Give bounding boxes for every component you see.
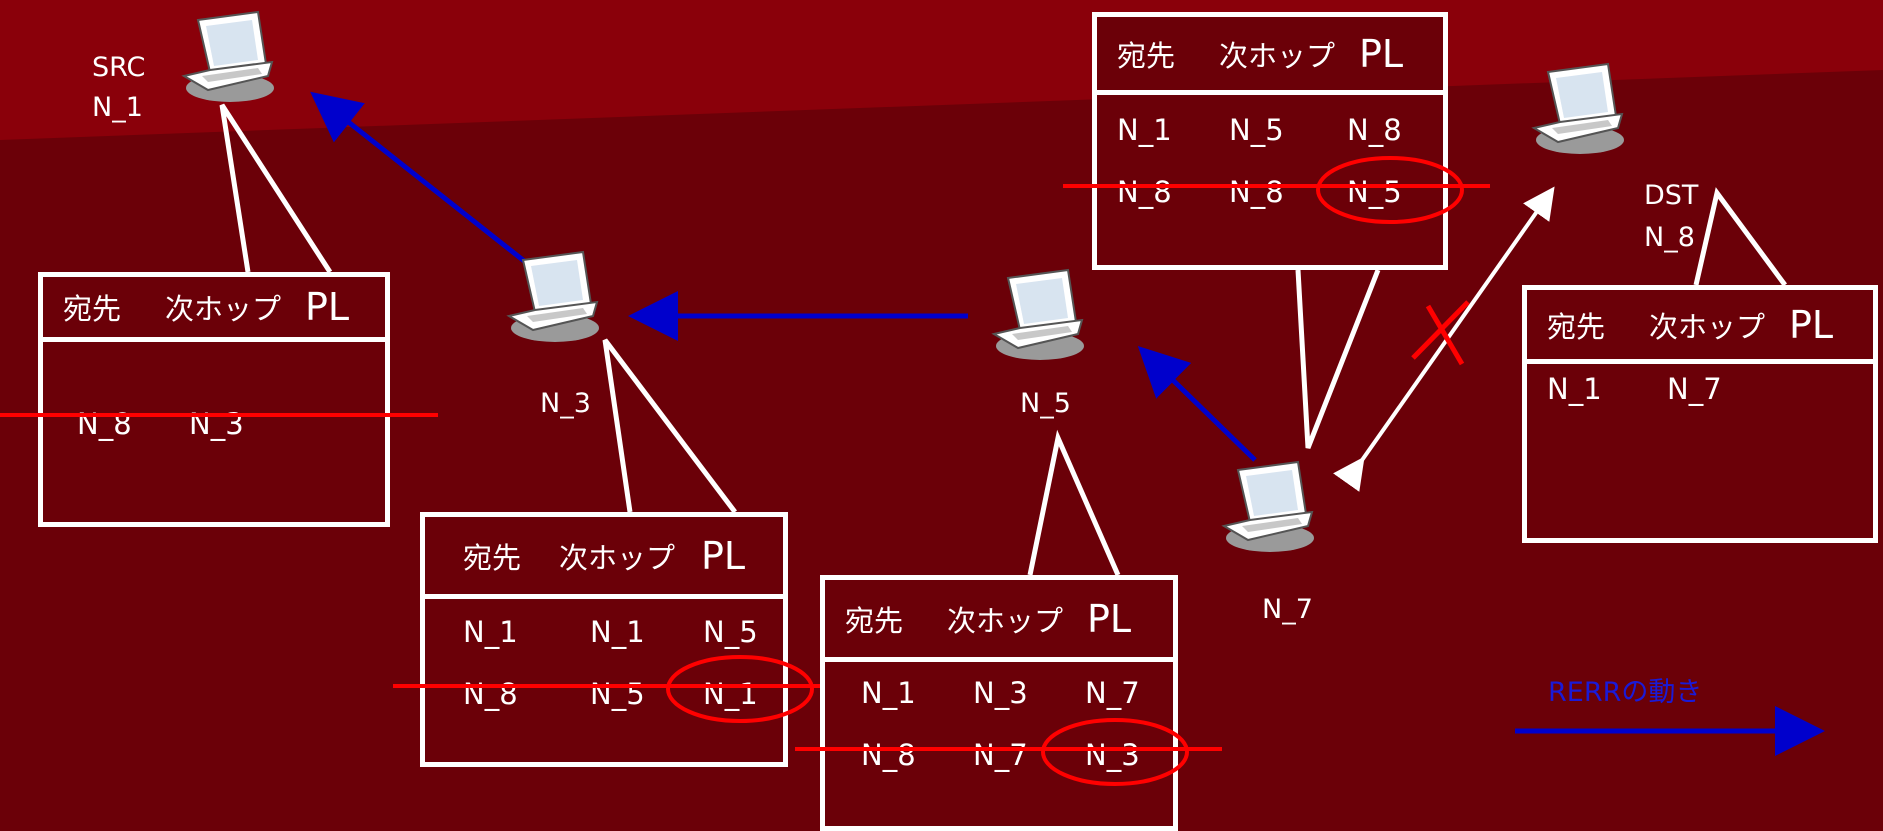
row-nexthop: N_8 [1229, 175, 1284, 209]
row-pl: N_1 [703, 677, 758, 711]
row-dest: N_8 [1117, 175, 1172, 209]
header-nexthop: 次ホップ [559, 540, 676, 575]
callout-pointer-n8 [1693, 187, 1788, 287]
row-dest: N_8 [463, 677, 518, 711]
row-dest: N_8 [77, 407, 132, 441]
row-nexthop: N_7 [1667, 372, 1722, 406]
callout-pointer-n7 [1295, 269, 1381, 449]
legend-label: RERRの動き [1548, 677, 1703, 708]
row-dest: N_1 [1117, 113, 1172, 147]
row-pl: N_8 [1347, 113, 1402, 147]
routing-table-n7: 宛先 次ホップ PL N_1 N_5 N_8 N_8 N_8 N_5 [1092, 12, 1448, 270]
row-dest: N_1 [861, 676, 916, 710]
table-header: 宛先 次ホップ PL [1097, 17, 1443, 95]
node-n1-role: SRC [92, 52, 146, 83]
routing-table-n8: 宛先 次ホップ PL N_1 N_7 [1522, 285, 1878, 543]
circle-n3-pl [666, 655, 814, 723]
row-pl: N_3 [1085, 738, 1140, 772]
node-n1-name: N_1 [92, 92, 143, 123]
table-header: 宛先 次ホップ PL [825, 580, 1173, 662]
routing-table-n3: 宛先 次ホップ PL N_1 N_1 N_5 N_8 N_5 N_1 [420, 512, 788, 767]
header-dest: 宛先 [63, 292, 122, 326]
row-nexthop: N_5 [1229, 113, 1284, 147]
callout-pointer-n3 [602, 338, 737, 514]
header-pl: PL [1789, 302, 1834, 347]
node-n3-name: N_3 [540, 388, 591, 419]
header-nexthop: 次ホップ [165, 292, 282, 326]
row-nexthop: N_5 [590, 677, 645, 711]
row-pl: N_5 [1347, 175, 1402, 209]
link-n7-n8 [1333, 186, 1555, 492]
row-pl: N_5 [703, 615, 758, 649]
node-n8-name: N_8 [1644, 222, 1695, 253]
circle-n7-pl [1316, 156, 1464, 224]
table-header: 宛先 次ホップ PL [43, 277, 385, 342]
header-pl: PL [305, 285, 350, 329]
table-header: 宛先 次ホップ PL [1527, 290, 1873, 364]
table-header: 宛先 次ホップ PL [425, 517, 783, 599]
callout-pointer-n5 [1027, 429, 1121, 577]
row-dest: N_1 [463, 615, 518, 649]
header-dest: 宛先 [463, 540, 522, 575]
callout-pointer-n1 [219, 103, 333, 274]
node-n7-name: N_7 [1262, 594, 1313, 625]
row-dest: N_8 [861, 738, 916, 772]
routing-table-n5: 宛先 次ホップ PL N_1 N_3 N_7 N_8 N_7 N_3 [820, 575, 1178, 831]
header-pl: PL [1359, 31, 1404, 76]
node-n8-role: DST [1644, 180, 1699, 211]
link-broken-x-mark [1411, 300, 1470, 366]
routing-table-n1: 宛先 次ホップ PL N_8 N_3 [38, 272, 390, 527]
row-nexthop: N_3 [189, 407, 244, 441]
header-dest: 宛先 [1547, 309, 1606, 344]
header-nexthop: 次ホップ [1219, 38, 1336, 73]
row-nexthop: N_1 [590, 615, 645, 649]
header-dest: 宛先 [845, 603, 904, 638]
row-pl: N_7 [1085, 676, 1140, 710]
circle-n5-pl [1041, 718, 1189, 786]
row-nexthop: N_7 [973, 738, 1028, 772]
header-dest: 宛先 [1117, 38, 1176, 73]
header-pl: PL [1087, 596, 1132, 641]
header-pl: PL [701, 533, 746, 578]
rerr-arrow-n7-to-n5 [1137, 346, 1257, 462]
row-dest: N_1 [1547, 372, 1602, 406]
node-n5-name: N_5 [1020, 388, 1071, 419]
rerr-arrow-n3-to-n1 [310, 91, 535, 270]
row-nexthop: N_3 [973, 676, 1028, 710]
header-nexthop: 次ホップ [1649, 309, 1766, 344]
header-nexthop: 次ホップ [947, 603, 1064, 638]
